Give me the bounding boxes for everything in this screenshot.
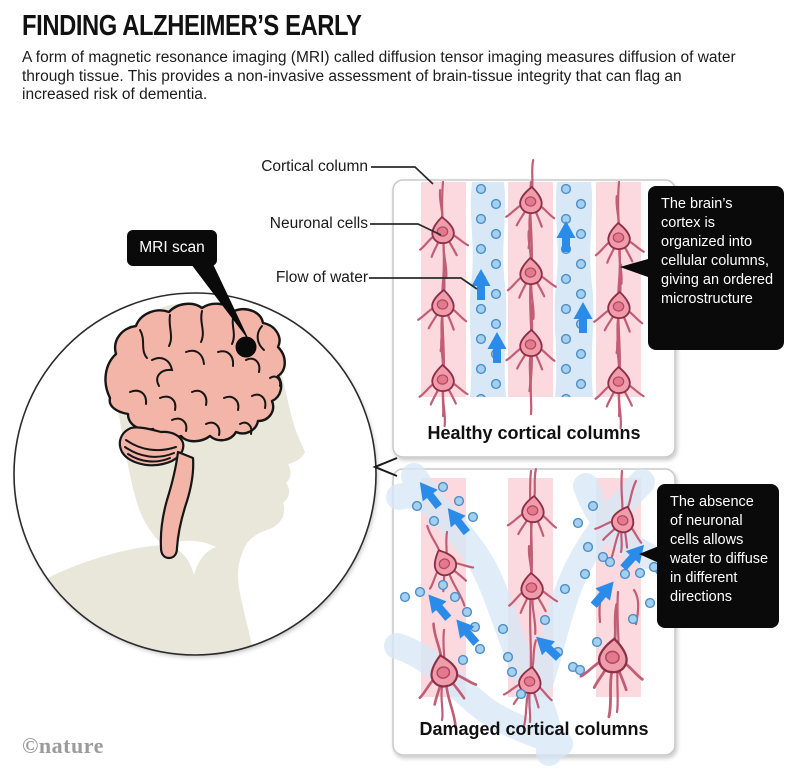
head-circle-illustration <box>13 292 377 656</box>
damaged-panel <box>384 463 676 766</box>
healthy-panel-caption: Healthy cortical columns <box>427 423 641 443</box>
healthy-columns <box>415 157 647 430</box>
panel-fork-connector <box>372 457 398 477</box>
healthy-callout-box: The brain’s cortex is organized into cel… <box>648 186 784 350</box>
water-dots <box>554 182 594 397</box>
brain-illustration <box>104 302 286 560</box>
mri-scan-dot <box>235 336 257 358</box>
callout-tail-healthy <box>620 259 648 277</box>
healthy-panel <box>392 157 676 458</box>
intro-paragraph: A form of magnetic resonance imaging (MR… <box>22 49 736 103</box>
label-flow-of-water: Flow of water <box>275 269 368 286</box>
label-cortical-column: Cortical column <box>261 158 368 175</box>
damaged-callout-box: The absence of neuronal cells allows wat… <box>657 484 779 628</box>
page-title: FINDING ALZHEIMER’S EARLY <box>22 10 362 42</box>
label-neuronal-cells: Neuronal cells <box>269 215 368 232</box>
water-dots <box>469 182 507 397</box>
callout-tail-damaged <box>639 546 659 563</box>
damaged-panel-caption: Damaged cortical columns <box>419 719 649 739</box>
mri-scan-tag: MRI scan <box>127 230 217 266</box>
mri-scan-tag-label: MRI scan <box>139 239 205 256</box>
damaged-columns <box>384 463 666 766</box>
mri-pointer <box>191 264 257 358</box>
label-pointer-lines <box>369 166 478 290</box>
brain-gyri-lines <box>124 310 282 463</box>
nature-logo: ©nature <box>22 733 104 758</box>
